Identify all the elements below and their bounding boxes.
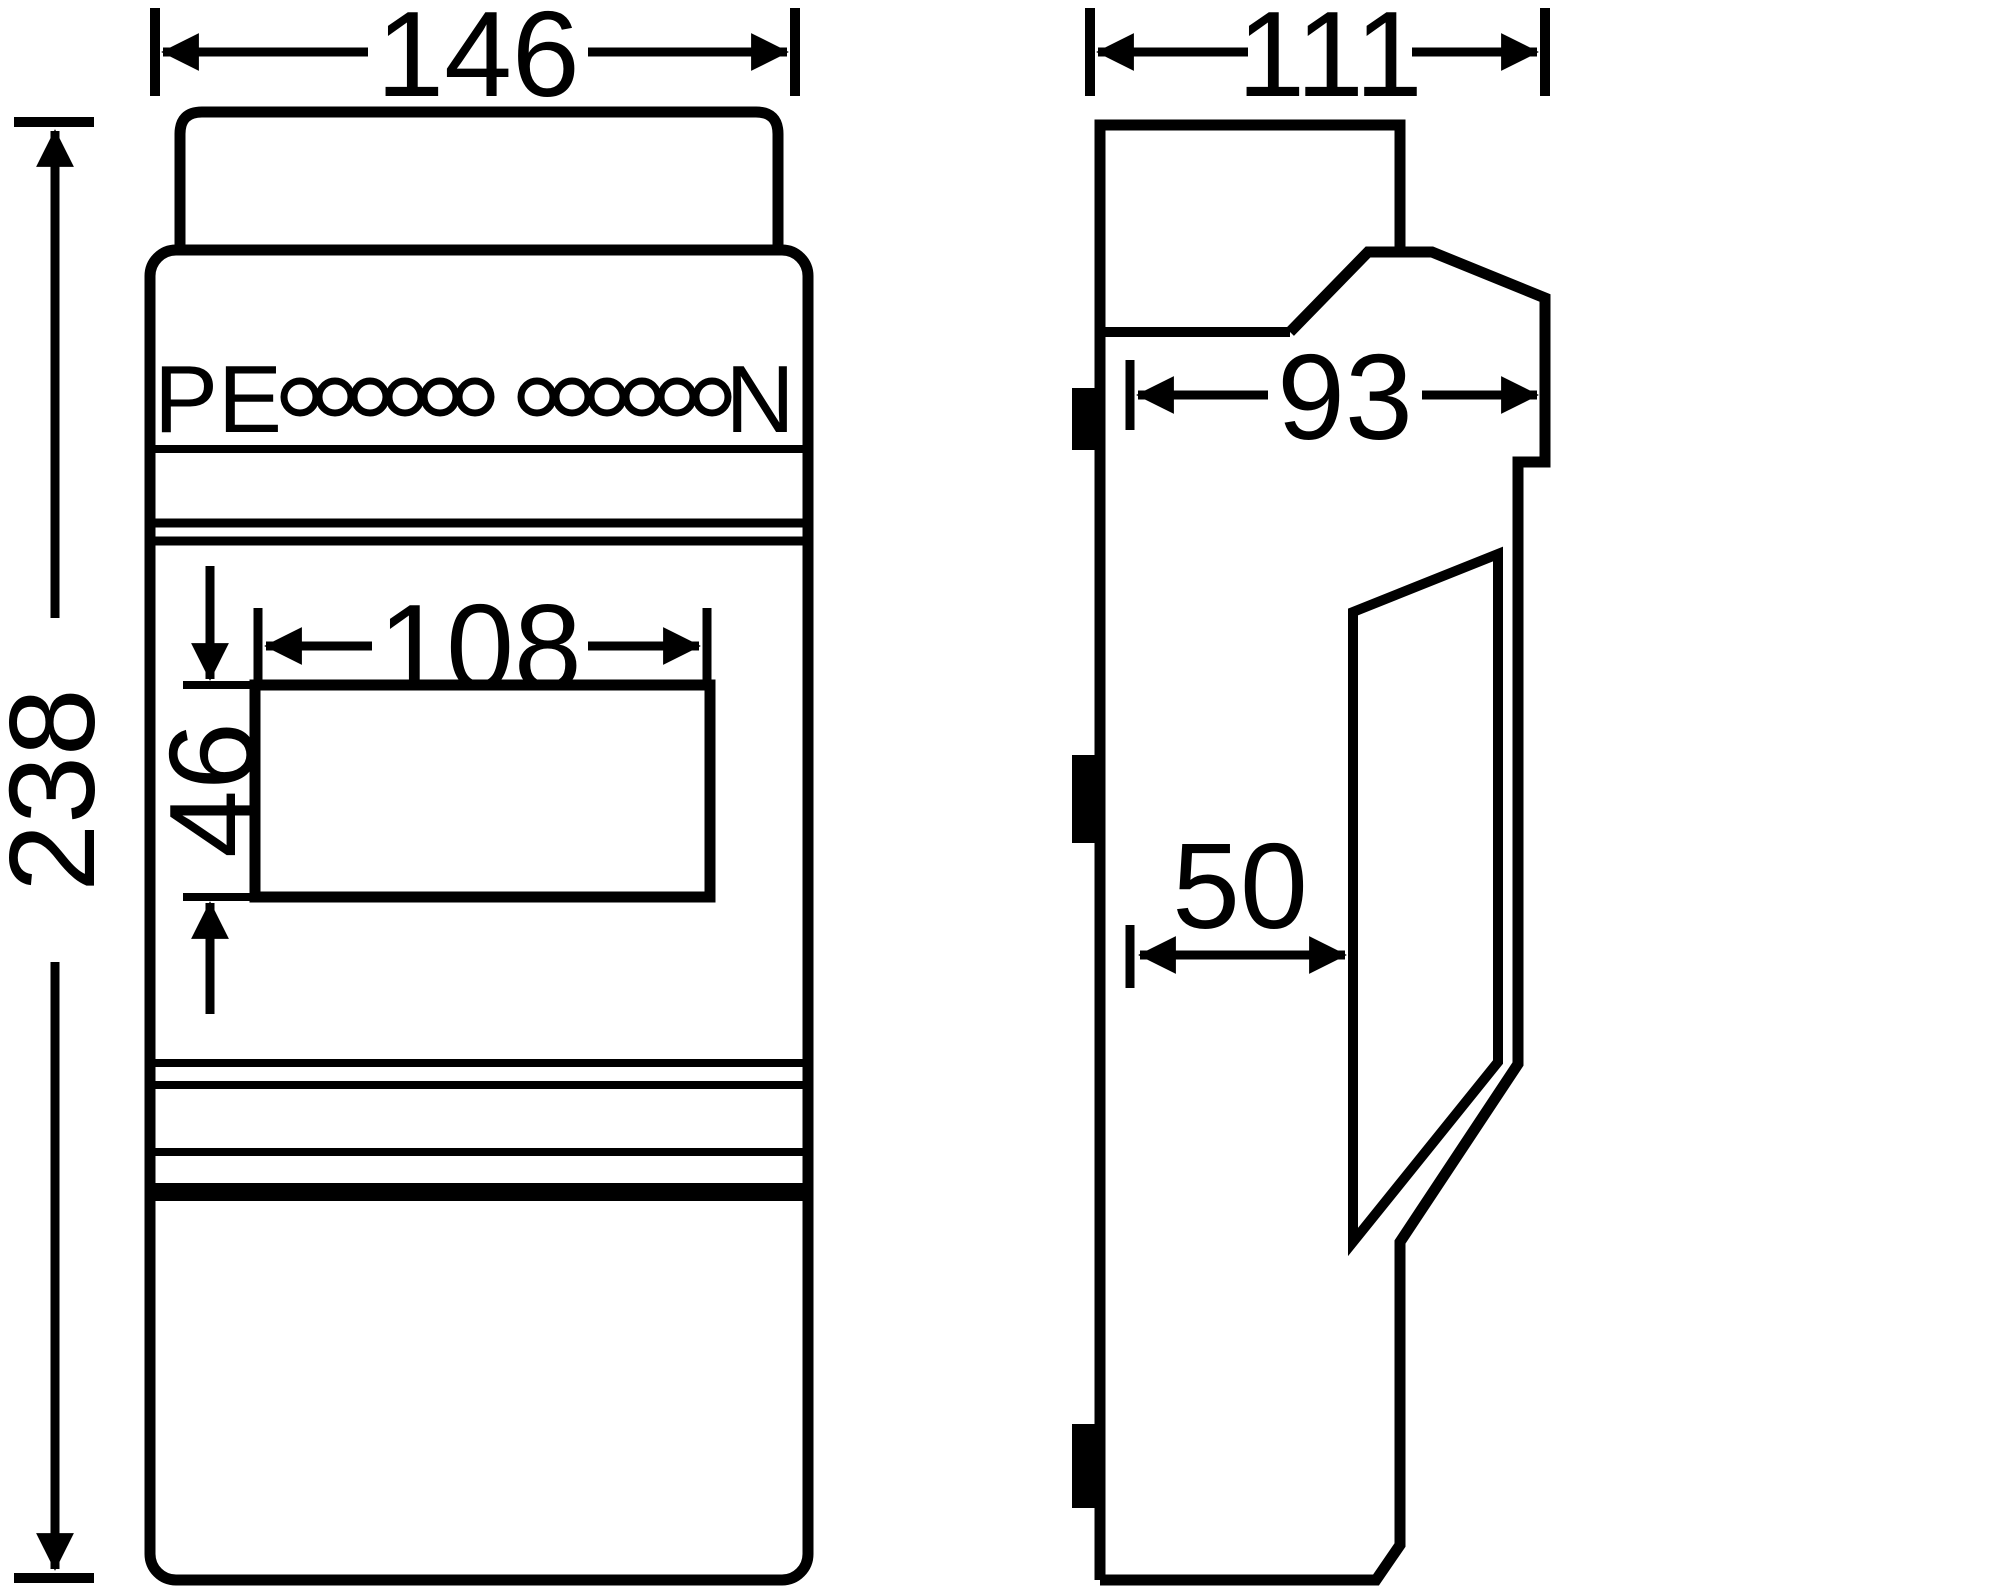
dimension-146: 146 (150, 0, 800, 122)
front-view: PE N (0, 0, 814, 1586)
terminal-hole (692, 377, 732, 417)
terminal-label-n: N (725, 346, 794, 453)
dim-46-label: 46 (144, 722, 280, 858)
terminal-hole (455, 377, 495, 417)
dimension-111: 111 (1085, 0, 1550, 122)
terminal-holes-pe-group (280, 377, 495, 417)
front-lid-outline (174, 106, 784, 258)
dim-108-label: 108 (378, 579, 582, 715)
dimension-50: 50 (1125, 818, 1347, 988)
dimension-46: 46 (144, 566, 280, 1014)
side-window-profile (1348, 546, 1503, 1257)
side-view: 111 93 50 (1072, 0, 1551, 1586)
dim-238-label: 238 (0, 688, 120, 892)
front-body-outline (144, 244, 814, 1586)
dimension-93: 93 (1125, 329, 1539, 465)
terminal-label-pe: PE (154, 346, 282, 453)
side-body-outline (1094, 119, 1406, 1580)
dim-111-label: 111 (1237, 0, 1422, 122)
cutout-window (249, 679, 716, 903)
side-cover-outline (1100, 246, 1551, 1586)
dimension-108: 108 (253, 579, 712, 715)
dim-50-label: 50 (1172, 818, 1308, 954)
terminal-holes-n-group (517, 377, 732, 417)
dim-93-label: 93 (1277, 329, 1413, 465)
dimension-238: 238 (0, 117, 120, 1583)
dim-146-label: 146 (376, 0, 580, 122)
